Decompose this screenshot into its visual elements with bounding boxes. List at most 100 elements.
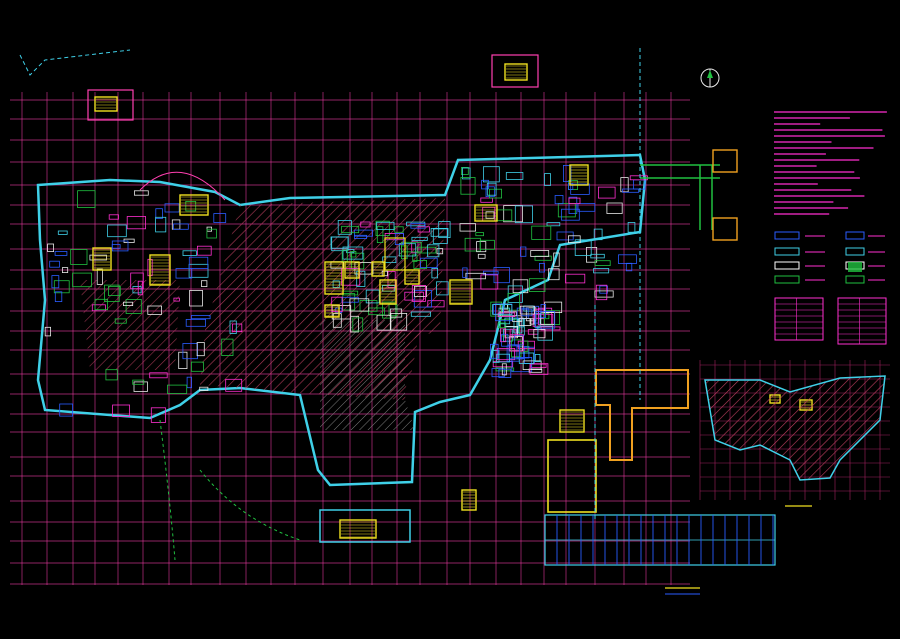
interior-room [133,190,149,196]
interior-room [331,305,352,320]
interior-room [123,301,134,307]
interior-room [413,259,427,269]
interior-room [225,378,243,392]
interior-room [620,177,629,193]
interior-room [188,256,209,270]
interior-room [495,367,515,372]
stair-cores [92,63,813,539]
interior-room [342,246,364,260]
interior-room [574,239,592,256]
interior-room [196,342,205,357]
interior-room [535,311,556,329]
column-detail-1 [712,149,738,173]
interior-room [477,253,486,259]
interior-room [189,289,203,307]
interior-room [460,166,469,175]
interior-room [503,205,523,223]
interior-room [606,202,623,214]
interior-room [529,318,535,325]
interior-room [125,299,142,314]
interior-room [132,379,145,385]
interior-room [167,384,188,394]
interior-room [492,304,513,315]
stair-core [339,519,377,539]
interior-room [427,244,440,258]
interior-room [594,290,614,298]
interior-room [531,225,552,240]
interior-room [196,245,212,256]
annex-outline [704,375,886,481]
interior-room [54,291,63,302]
stair-box-north [491,54,539,88]
interior-room [51,275,60,289]
interior-room [47,243,54,252]
interior-room [70,249,88,265]
stair-core [559,409,585,433]
legend-swatch [774,275,800,284]
ramp-block [384,237,406,271]
interior-room [337,220,352,235]
interior-room [150,407,166,423]
interior-room [341,225,360,234]
interior-room [486,182,497,196]
interior-room [188,263,209,278]
stair-core [379,279,397,305]
interior-room [492,350,500,363]
interior-room [507,293,520,311]
interior-room [350,315,359,333]
interior-room [390,312,408,331]
interior-room [508,344,520,360]
interior-room [59,403,74,417]
interior-room [505,172,524,180]
interior-room [568,196,578,214]
interior-room [527,329,539,335]
stair-core [569,164,589,186]
stair-box-south [319,509,411,543]
interior-room [622,188,640,193]
interior-room [501,333,509,347]
interior-room [460,177,476,195]
interior-room [57,230,68,235]
stair-core [94,96,118,112]
interior-room [410,311,431,317]
building-outline [36,153,647,487]
interior-room [481,179,489,190]
interior-room [482,270,499,275]
interior-room [213,213,227,223]
interior-room [568,235,581,244]
interior-room [465,272,486,280]
interior-room [185,318,206,327]
interior-room [332,313,342,328]
interior-room [530,250,550,257]
interior-room [491,368,505,378]
interior-room [431,267,438,279]
interior-room [599,285,608,294]
interior-room [496,209,513,222]
interior-room [350,250,357,258]
interior-room [485,211,495,219]
interior-room [44,326,52,337]
interior-room [105,369,118,381]
interior-room [565,273,586,284]
interior-room [497,322,507,329]
interior-room [155,216,167,233]
interior-room [529,278,546,293]
interior-room [590,253,605,259]
interior-room [504,325,519,339]
legend-table [774,297,824,341]
interior-room [130,272,144,290]
interior-room [191,314,211,320]
interior-room [438,221,451,239]
interior-room [546,222,561,227]
general-notes-block [774,111,887,215]
interior-room [544,173,551,186]
interior-room [114,318,127,324]
interior-room [382,301,397,319]
interior-room [190,361,204,372]
interior-room [107,224,127,238]
column-detail-2 [712,217,738,241]
stair-core [149,254,171,286]
interior-room [511,356,533,373]
interior-room [509,334,524,352]
interior-room [499,311,517,317]
